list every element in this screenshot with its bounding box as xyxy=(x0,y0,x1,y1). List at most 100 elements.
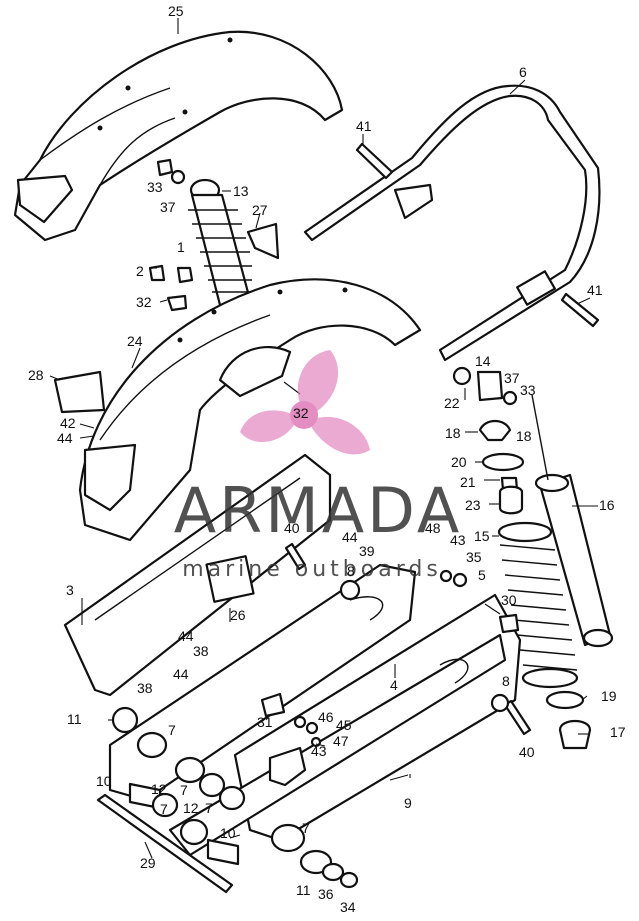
callout-label: 44 xyxy=(178,628,194,644)
grab-rail xyxy=(303,84,601,362)
bolt-30 xyxy=(498,613,520,634)
callout-label: 27 xyxy=(252,202,268,218)
callout-label: 36 xyxy=(318,886,334,902)
callout-label: 40 xyxy=(519,744,535,760)
bolt-32-left xyxy=(166,294,188,312)
callout-label: 39 xyxy=(359,543,375,559)
seal-11-left xyxy=(111,706,139,734)
bushing-14 xyxy=(452,366,472,386)
washer-37 xyxy=(170,169,186,185)
bolt-40-lower xyxy=(503,699,532,736)
callout-label: 26 xyxy=(230,607,246,623)
bolt-41-lower xyxy=(560,292,600,328)
callout-label: 12 xyxy=(151,781,167,797)
callout-label: 44 xyxy=(342,529,358,545)
callout-label: 16 xyxy=(599,497,615,513)
callout-label: 40 xyxy=(284,520,300,536)
callout-label: 44 xyxy=(57,430,73,446)
bushing-8-upper xyxy=(339,579,361,601)
rear-fender-upper xyxy=(13,30,344,242)
callout-label: 7 xyxy=(168,722,176,738)
callout-label: 8 xyxy=(502,673,510,689)
callout-label: 10 xyxy=(96,773,112,789)
callout-label: 29 xyxy=(140,855,156,871)
watermark-tagline: marine outboards xyxy=(182,557,442,582)
cap-22 xyxy=(476,370,504,402)
callout-label: 21 xyxy=(460,474,476,490)
washer-45 xyxy=(305,721,319,735)
callout-label: 31 xyxy=(257,714,273,730)
callout-label: 33 xyxy=(520,382,536,398)
coil-spring xyxy=(497,521,579,689)
bushing-8-lower xyxy=(490,693,510,713)
bushing-7-c xyxy=(198,772,226,798)
callout-label: 23 xyxy=(465,497,481,513)
callout-label: 15 xyxy=(474,528,490,544)
callout-label: 6 xyxy=(519,64,527,80)
watermark-brand: ARMADA xyxy=(174,474,462,547)
callout-label: 7 xyxy=(302,820,310,836)
callout-label: 30 xyxy=(501,592,517,608)
callout-label: 34 xyxy=(340,899,356,915)
callout-label: 44 xyxy=(173,666,189,682)
callout-label: 48 xyxy=(425,520,441,536)
bolt-41-upper xyxy=(355,142,394,180)
callout-label: 42 xyxy=(60,415,76,431)
bolt-40-upper xyxy=(284,542,307,571)
callout-label: 47 xyxy=(333,733,349,749)
nut-1 xyxy=(176,266,194,284)
callout-label: 1 xyxy=(177,239,185,255)
bump-stop-23 xyxy=(498,485,524,515)
nut-33 xyxy=(156,158,174,177)
callout-label: 32 xyxy=(293,405,309,421)
callout-label: 7 xyxy=(180,782,188,798)
propeller-logo-icon xyxy=(240,350,370,455)
callout-label: 37 xyxy=(504,370,520,386)
washer-46 xyxy=(293,715,307,729)
callout-label: 33 xyxy=(147,179,163,195)
callout-label: 43 xyxy=(311,743,327,759)
callout-label: 7 xyxy=(205,800,213,816)
callout-label: 5 xyxy=(478,567,486,583)
collar-12-b xyxy=(179,818,209,846)
callout-label: 20 xyxy=(451,454,467,470)
callout-label: 38 xyxy=(137,680,153,696)
callout-label: 41 xyxy=(587,282,603,298)
clip-2 xyxy=(148,264,166,282)
callout-label: 43 xyxy=(450,532,466,548)
callout-label: 3 xyxy=(66,582,74,598)
callout-label: 11 xyxy=(296,882,311,898)
callout-label: 24 xyxy=(127,333,143,349)
bracket-43-lower xyxy=(268,746,307,787)
ring-19 xyxy=(545,690,585,710)
callout-label: 45 xyxy=(336,717,352,733)
callout-label: 13 xyxy=(233,183,249,199)
nut-35 xyxy=(439,569,453,583)
seat-18 xyxy=(478,419,512,442)
callout-label: 28 xyxy=(28,367,44,383)
callout-label: 17 xyxy=(610,724,626,740)
swing-arm xyxy=(108,563,522,857)
bushing-7-e xyxy=(270,823,306,853)
callout-label: 18 xyxy=(516,428,532,444)
callout-label: 46 xyxy=(318,709,334,725)
callout-label: 41 xyxy=(356,118,372,134)
washer-36 xyxy=(321,862,345,882)
sleeve-10-b xyxy=(206,838,240,866)
bushing-7-b xyxy=(174,756,206,784)
callout-label: 18 xyxy=(445,425,461,441)
callout-label: 38 xyxy=(193,643,209,659)
callout-label: 14 xyxy=(475,353,491,369)
callout-label: 12 xyxy=(183,800,199,816)
callout-label: 37 xyxy=(160,199,176,215)
callout-labels: 25 6 41 33 13 37 27 1 2 32 41 24 28 42 4… xyxy=(28,3,626,915)
bushing-7-a xyxy=(136,731,168,759)
callout-label: 2 xyxy=(136,263,144,279)
callout-label: 10 xyxy=(220,825,236,841)
callout-label: 22 xyxy=(444,395,460,411)
callout-label: 11 xyxy=(67,711,82,727)
reflector-28 xyxy=(53,370,106,414)
bushing-7-d xyxy=(218,785,246,811)
callout-label: 19 xyxy=(601,688,617,704)
